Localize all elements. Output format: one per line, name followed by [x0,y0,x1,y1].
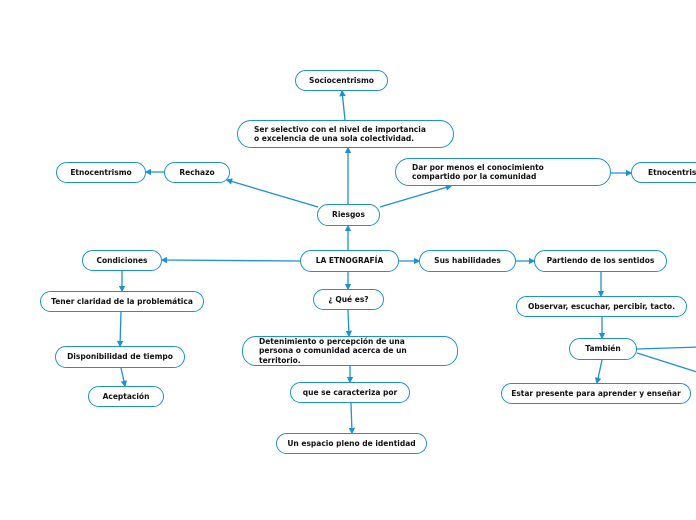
node-ser-selectivo[interactable]: Ser selectivo con el nivel de importanci… [237,120,454,148]
node-tambien[interactable]: También [569,338,637,360]
node-central-la-etnografia[interactable]: LA ETNOGRAFÍA [300,250,399,272]
edge-tambien-offscreen-1 [636,346,696,350]
node-espacio[interactable]: Un espacio pleno de identidad [276,433,427,454]
node-condiciones[interactable]: Condiciones [82,250,162,271]
edge-riesgos-dar-por-menos [379,184,453,208]
node-tener-claridad[interactable]: Tener claridad de la problemática [40,291,204,312]
edge-central-condiciones [160,256,301,264]
edge-caracteriza-espacio [348,402,356,435]
node-que-es[interactable]: ¿ Qué es? [313,289,384,310]
node-disponibilidad[interactable]: Disponibilidad de tiempo [55,346,185,368]
node-ser-selectivo-text: Ser selectivo con el nivel de importanci… [254,124,426,143]
node-dar-por-menos[interactable]: Dar por menos el conocimiento compartido… [395,158,611,186]
node-estar-presente[interactable]: Estar presente para aprender y enseñar [501,383,691,404]
node-observar[interactable]: Observar, escuchar, percibir, tacto. [516,296,687,317]
node-detenimiento-text: Detenimiento o percepción de una persona… [259,336,407,365]
node-rechazo[interactable]: Rechazo [164,162,230,183]
edge-riesgos-rechazo [225,178,319,208]
node-dar-por-menos-text: Dar por menos el conocimiento compartido… [412,162,544,181]
node-etnocentrismo-right[interactable]: Etnocentrismo [631,162,696,183]
node-caracteriza[interactable]: que se caracteriza por [290,382,410,403]
node-habilidades[interactable]: Sus habilidades [419,250,516,272]
edge-disponibilidad-aceptacion [120,367,128,388]
edge-que-es-detenimiento [345,309,353,338]
node-detenimiento[interactable]: Detenimiento o percepción de una persona… [242,336,458,366]
edge-tambien-estar-presente [594,359,603,385]
edge-tambien-offscreen-2 [636,352,696,373]
node-aceptacion[interactable]: Aceptación [88,386,164,407]
edge-claridad-disponibilidad [116,311,124,348]
edge-ser-selectivo-sociocentrismo [339,89,346,121]
node-etnocentrismo-left[interactable]: Etnocentrismo [56,162,146,183]
node-sociocentrismo[interactable]: Sociocentrismo [295,70,388,91]
node-partiendo[interactable]: Partiendo de los sentidos [534,250,667,272]
node-riesgos[interactable]: Riesgos [317,204,380,226]
